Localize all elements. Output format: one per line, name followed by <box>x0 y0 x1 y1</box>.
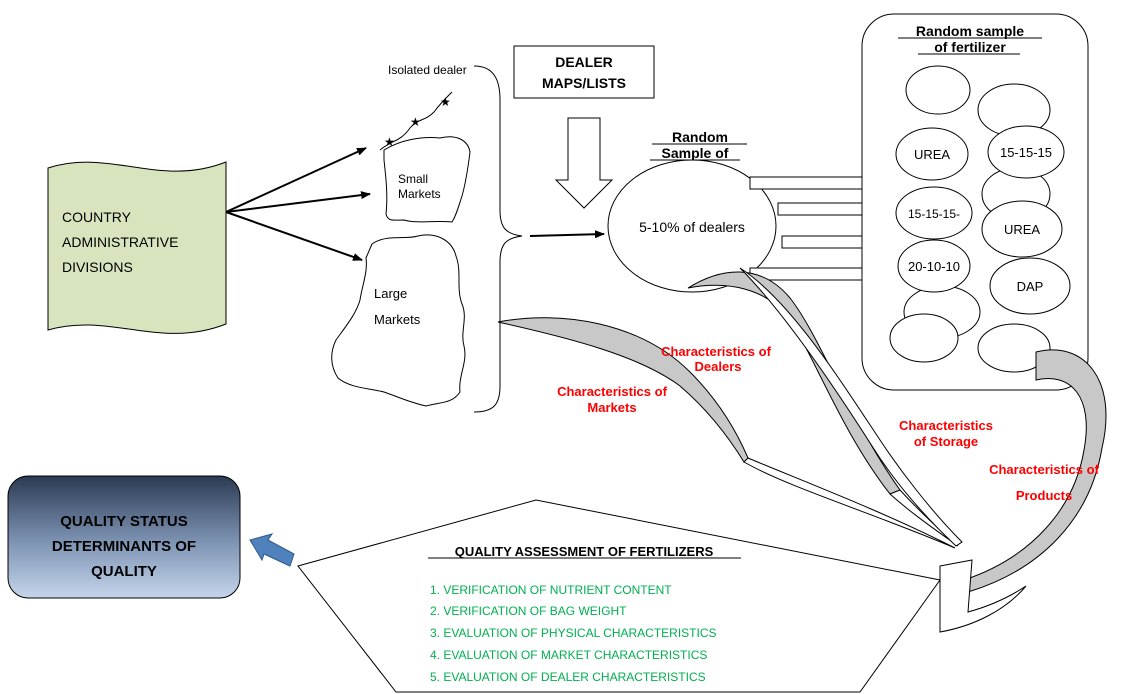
fertilizer-sample-title-line1: Random sample <box>916 23 1024 39</box>
star-icon: ★ <box>440 95 451 109</box>
country-divisions-box: COUNTRY ADMINISTRATIVE DIVISIONS <box>47 161 227 334</box>
fertilizer-item: 20-10-10 <box>908 259 960 274</box>
fertilizer-item: UREA <box>914 147 950 162</box>
characteristics-products-line2: Products <box>1016 488 1072 503</box>
blue-arrow-icon <box>249 533 295 567</box>
country-label-line3: DIVISIONS <box>62 259 133 275</box>
assessment-title: QUALITY ASSESSMENT OF FERTILIZERS <box>455 544 714 559</box>
dealer-sample-percent: 5-10% of dealers <box>639 219 745 235</box>
country-to-markets-arrows <box>225 147 371 261</box>
fertilizer-item: 15-15-15 <box>1000 145 1052 160</box>
fertilizer-sample-box: Random sample of fertilizer UREA 15-15-1… <box>861 13 1089 391</box>
dealer-maps-box: DEALER MAPS/LISTS <box>513 45 655 99</box>
small-markets-line2: Markets <box>398 187 441 201</box>
quality-assessment-box: QUALITY ASSESSMENT OF FERTILIZERS 1. VER… <box>297 499 941 693</box>
characteristics-markets-line1: Characteristics of <box>557 384 667 399</box>
random-sample-title-line2: Sample of <box>662 145 729 161</box>
dealer-maps-line1: DEALER <box>555 54 613 70</box>
characteristics-markets-line2: Markets <box>587 400 636 415</box>
assessment-item: 3. EVALUATION OF PHYSICAL CHARACTERISTIC… <box>430 626 717 640</box>
markets-brace <box>473 65 523 413</box>
country-divisions-shape <box>47 161 227 334</box>
large-markets-line1: Large <box>374 286 407 301</box>
large-markets-shape <box>331 234 466 407</box>
small-markets: Small Markets <box>383 136 471 223</box>
isolated-dealer-label: Isolated dealer <box>388 63 467 77</box>
assessment-item: 2. VERIFICATION OF BAG WEIGHT <box>430 604 627 618</box>
random-dealer-sample: Random Sample of 5-10% of dealers <box>607 129 777 293</box>
dealer-maps-line2: MAPS/LISTS <box>542 75 626 91</box>
characteristics-storage-line1: Characteristics <box>899 418 993 433</box>
quality-status-line2: DETERMINANTS OF <box>52 538 196 555</box>
quality-status-line3: QUALITY <box>91 563 157 580</box>
star-icon: ★ <box>410 115 421 129</box>
fertilizer-item: UREA <box>1004 222 1040 237</box>
characteristics-dealers-line1: Characteristics of <box>661 344 771 359</box>
large-markets: Large Markets <box>331 234 466 407</box>
random-sample-title-line1: Random <box>672 129 728 145</box>
characteristics-products-line1: Characteristics of <box>989 462 1099 477</box>
assessment-item: 4. EVALUATION OF MARKET CHARACTERISTICS <box>430 648 707 662</box>
country-label-line1: COUNTRY <box>62 209 132 225</box>
down-arrow <box>554 117 614 209</box>
small-markets-line1: Small <box>398 172 428 186</box>
small-markets-shape <box>383 136 471 223</box>
fertilizer-item: DAP <box>1017 279 1044 294</box>
assessment-item: 5. EVALUATION OF DEALER CHARACTERISTICS <box>430 670 706 684</box>
star-icon: ★ <box>384 135 395 149</box>
country-label-line2: ADMINISTRATIVE <box>62 234 178 250</box>
quality-status-box: QUALITY STATUS DETERMINANTS OF QUALITY <box>7 475 241 599</box>
fertilizer-item: 15-15-15- <box>908 207 960 221</box>
characteristics-storage-line2: of Storage <box>914 434 978 449</box>
assessment-item: 1. VERIFICATION OF NUTRIENT CONTENT <box>430 583 672 597</box>
isolated-dealers: Isolated dealer ★ ★ ★ <box>379 63 467 151</box>
quality-assessment-shape <box>297 499 941 693</box>
brace-to-sample-arrow <box>529 230 605 239</box>
fertilizer-sample-title-line2: of fertilizer <box>934 39 1006 55</box>
characteristics-labels: Characteristics of Dealers Characteristi… <box>557 344 1099 503</box>
swoosh-arrows <box>497 267 1107 633</box>
quality-status-line1: QUALITY STATUS <box>60 513 188 530</box>
dealer-sample-ellipse <box>607 159 777 293</box>
characteristics-dealers-line2: Dealers <box>695 359 742 374</box>
large-markets-line2: Markets <box>374 312 421 327</box>
